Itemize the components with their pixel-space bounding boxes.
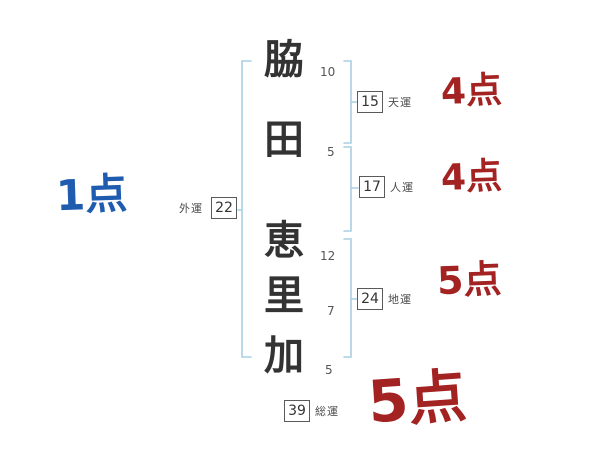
stroke-count-3: 12 [320,249,336,263]
earth-score: 5点 [436,256,503,304]
person-score: 4点 [440,155,503,200]
outer-luck-label: 外運 [179,202,203,215]
outer-bracket [241,60,252,358]
name-char-3: 恵 [264,218,304,264]
earth-luck-label: 地運 [388,293,412,306]
stroke-count-4: 7 [327,304,335,318]
name-char-5: 加 [264,333,304,379]
earth-bracket [343,238,352,358]
name-char-1: 脇 [264,37,304,83]
heaven-bracket [343,60,352,144]
person-luck-box: 17 [359,176,385,198]
total-luck-label: 総運 [315,405,339,418]
name-char-4: 里 [264,273,304,319]
heaven-luck-label: 天運 [388,96,412,109]
stroke-count-1: 10 [320,65,336,79]
name-char-2: 田 [264,117,304,163]
stroke-count-5: 5 [325,363,333,377]
heaven-score: 4点 [440,69,503,114]
outer-score: 1点 [55,168,129,221]
outer-luck-box: 22 [211,197,237,219]
earth-luck-box: 24 [357,288,383,310]
total-score: 5点 [365,361,469,437]
person-bracket [343,146,352,232]
person-luck-label: 人運 [390,181,414,194]
stroke-count-2: 5 [327,145,335,159]
total-luck-box: 39 [284,400,310,422]
heaven-luck-box: 15 [357,91,383,113]
